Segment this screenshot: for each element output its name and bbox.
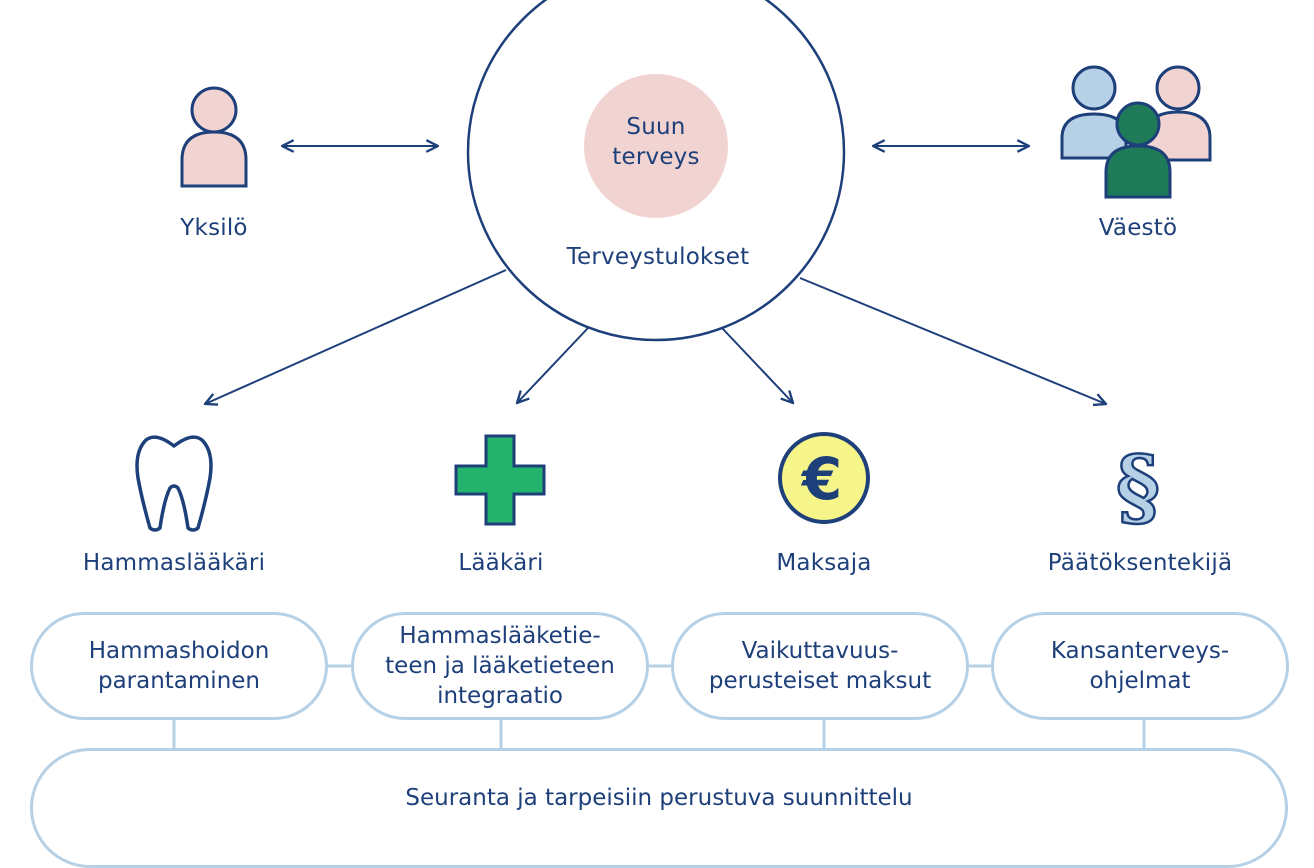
euro-icon: € [778, 432, 870, 524]
role-label-dentist: Hammaslääkäri [82, 550, 266, 576]
tooth-icon [135, 435, 213, 532]
action-pill-payments: Vaikuttavuus- perusteiset maksut [671, 612, 969, 720]
foundation-text: Seuranta ja tarpeisiin perustuva suunnit… [405, 785, 913, 811]
population-label: Väestö [1098, 215, 1178, 241]
svg-text:€: € [800, 445, 842, 513]
diagram-canvas: € § [135, 0, 1212, 750]
foundation-box: Seuranta ja tarpeisiin perustuva suunnit… [30, 748, 1288, 868]
action-text: Hammashoidon parantaminen [88, 638, 270, 694]
action-text: Kansanterveys- ohjelmat [1050, 638, 1230, 694]
health-outcomes-label: Terveystulokset [566, 244, 750, 270]
action-pill-integration: Hammaslääketie- teen ja lääketieteen int… [351, 612, 649, 720]
role-arrows [205, 269, 1106, 404]
individual-label: Yksilö [180, 215, 248, 241]
svg-text:§: § [1116, 437, 1160, 536]
medical-cross-icon [454, 434, 546, 526]
action-pill-public-health: Kansanterveys- ohjelmat [991, 612, 1289, 720]
role-label-doctor: Lääkäri [458, 550, 544, 576]
person-icon [180, 86, 248, 188]
pill-connectors [172, 664, 1146, 750]
action-pill-dental-care: Hammashoidon parantaminen [30, 612, 328, 720]
action-text: Hammaslääketie- teen ja lääketieteen int… [385, 623, 615, 709]
group-icon [1060, 65, 1212, 199]
role-label-decision-maker: Päätöksentekijä [1047, 550, 1233, 576]
action-text: Vaikuttavuus- perusteiset maksut [708, 638, 932, 694]
role-label-payer: Maksaja [776, 550, 872, 576]
oral-health-core [584, 74, 728, 218]
health-outcomes-circle [466, 0, 846, 342]
oral-health-label: Suun terveys [612, 114, 700, 170]
paragraph-icon: § [1115, 436, 1161, 538]
